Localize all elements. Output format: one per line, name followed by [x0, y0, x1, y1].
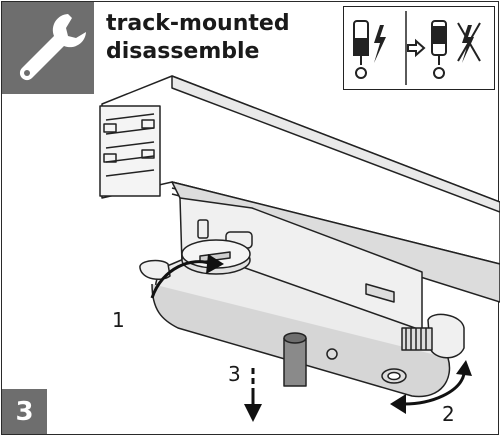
power-symbol-box	[343, 6, 495, 90]
title-line-1: track-mounted	[106, 11, 290, 36]
power-cable	[283, 332, 307, 387]
lamp-with-lightning-icon	[353, 20, 386, 79]
lamp-crossed-lightning-icon	[431, 20, 481, 79]
wrench-icon	[19, 14, 87, 81]
right-clip	[427, 313, 465, 359]
rail-end-profile	[99, 105, 161, 197]
callout-1: 1	[112, 308, 125, 332]
ribbed-dial	[401, 327, 433, 351]
instruction-title: track-mounted disassemble	[106, 10, 290, 66]
pull-arrow-3	[244, 368, 262, 422]
rotary-lock-knob	[181, 239, 251, 275]
callout-2: 2	[442, 402, 455, 426]
right-arrow-icon	[407, 38, 426, 58]
rotate-arrow-2	[390, 360, 472, 414]
title-line-2: disassemble	[106, 39, 260, 64]
rotate-arrow-1	[150, 254, 224, 299]
step-number-badge: 3	[2, 389, 47, 434]
tool-box	[2, 2, 94, 94]
callout-3: 3	[228, 362, 241, 386]
